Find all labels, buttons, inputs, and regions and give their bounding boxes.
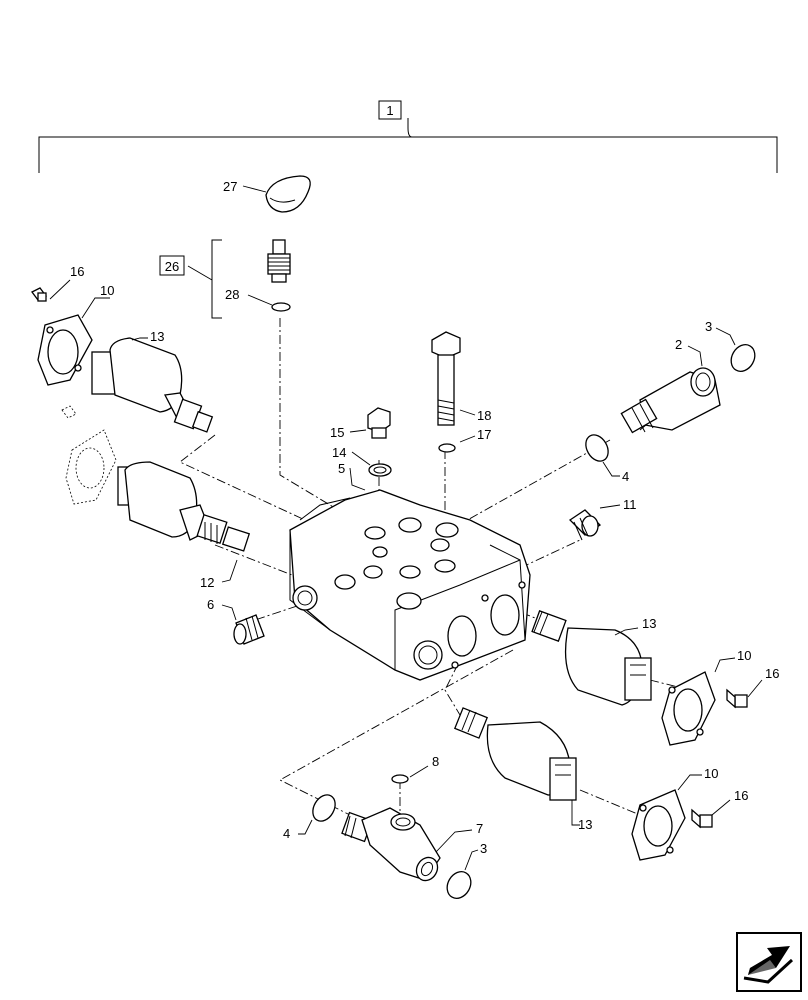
callout-28: 28 [225, 287, 239, 302]
callout-10b: 10 [737, 648, 751, 663]
solenoid-left-12: 12 [117, 461, 251, 590]
next-page-arrow-icon[interactable] [736, 932, 802, 992]
callout-10c: 10 [704, 766, 718, 781]
callout-17: 17 [477, 427, 491, 442]
plug-15-washers: 15 14 5 [330, 407, 392, 491]
solenoid-right: 13 10 16 [531, 610, 779, 746]
callout-14: 14 [332, 445, 346, 460]
callout-4b: 4 [283, 826, 290, 841]
callout-3b: 3 [480, 841, 487, 856]
solenoid-lower: 13 10 16 [453, 707, 748, 861]
callout-27: 27 [223, 179, 237, 194]
callout-1: 1 [386, 103, 393, 118]
ghost-gasket [61, 405, 117, 505]
tee-fitting-7: 8 4 7 3 [283, 754, 487, 899]
callout-18: 18 [477, 408, 491, 423]
callout-26: 26 [165, 259, 179, 274]
bolt-18: 18 17 [431, 331, 491, 453]
callout-16a: 16 [70, 264, 84, 279]
callout-13a: 13 [150, 329, 164, 344]
callout-11: 11 [623, 497, 637, 512]
callout-2: 2 [675, 337, 682, 352]
plug-6: 6 [207, 597, 265, 645]
test-port-fitting-26: 28 26 [159, 239, 291, 319]
plug-11: 11 [568, 497, 637, 541]
valve-body [289, 489, 531, 681]
callout-7: 7 [476, 821, 483, 836]
callout-16c: 16 [734, 788, 748, 803]
coupler-2: 2 3 4 [585, 319, 756, 484]
solenoid-upper-left: 16 10 13 [31, 264, 214, 433]
callout-15: 15 [330, 425, 344, 440]
dust-cap-27: 27 [223, 175, 311, 213]
callout-16b: 16 [765, 666, 779, 681]
callout-8: 8 [432, 754, 439, 769]
callout-10a: 10 [100, 283, 114, 298]
callout-5: 5 [338, 461, 345, 476]
assembly-bracket: 1 [38, 100, 778, 173]
callout-13b: 13 [642, 616, 656, 631]
callout-6: 6 [207, 597, 214, 612]
callout-4a: 4 [622, 469, 629, 484]
callout-3a: 3 [705, 319, 712, 334]
callout-12: 12 [200, 575, 214, 590]
callout-13c: 13 [578, 817, 592, 832]
